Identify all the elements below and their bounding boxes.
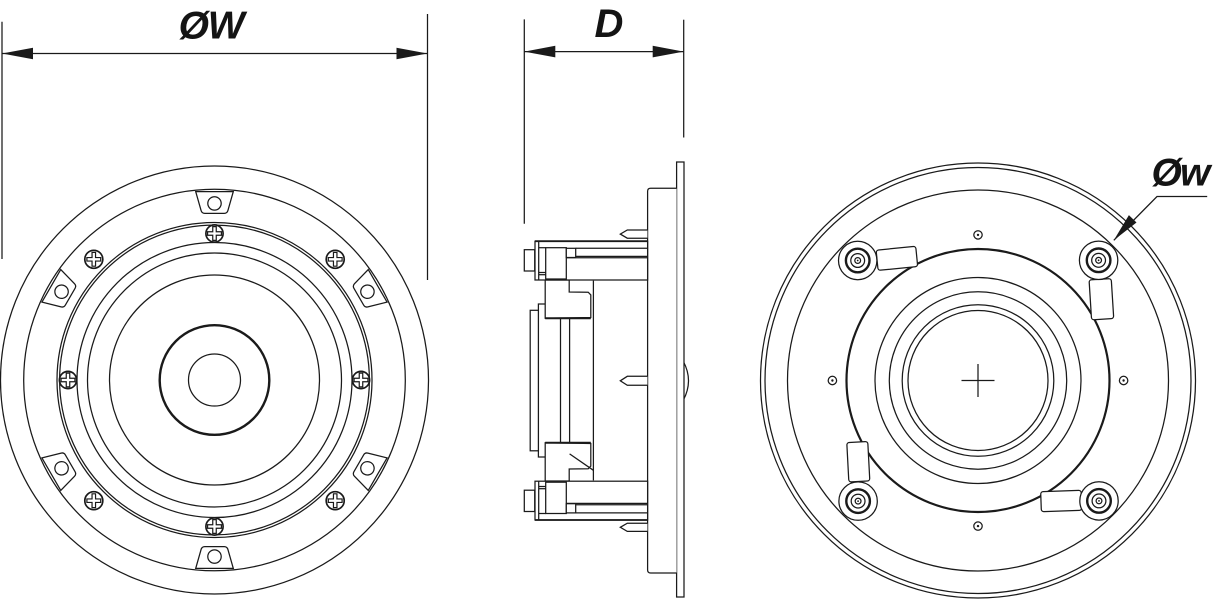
svg-text:ØW: ØW [179, 5, 248, 48]
svg-text:D: D [595, 2, 624, 46]
svg-text:Øw: Øw [1151, 152, 1213, 195]
